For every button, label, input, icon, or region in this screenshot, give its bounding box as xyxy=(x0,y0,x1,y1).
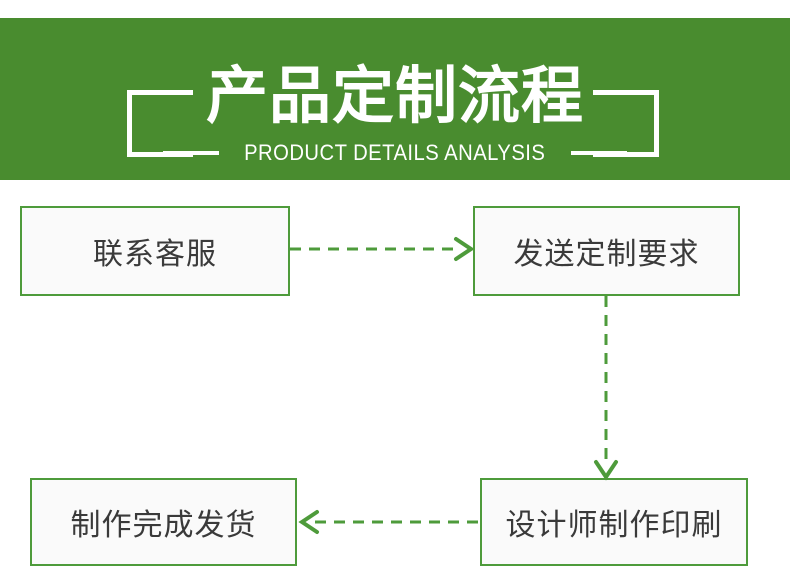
page-title: 产品定制流程 xyxy=(205,62,584,131)
subtitle-row: PRODUCT DETAILS ANALYSIS xyxy=(0,140,790,165)
subtitle-rule-left xyxy=(163,151,220,155)
flow-step-complete-ship[interactable]: 制作完成发货 xyxy=(30,478,297,566)
flow-step-contact[interactable]: 联系客服 xyxy=(20,206,290,296)
page-subtitle: PRODUCT DETAILS ANALYSIS xyxy=(244,140,546,165)
connector-print-to-ship xyxy=(295,509,485,535)
header-banner: 产品定制流程 PRODUCT DETAILS ANALYSIS xyxy=(0,18,790,180)
connector-contact-to-send xyxy=(288,236,478,262)
arrowhead-left-icon xyxy=(298,510,319,534)
connector-contact-to-send-svg xyxy=(290,237,475,261)
flow-step-complete-ship-label: 制作完成发货 xyxy=(70,509,257,542)
arrowhead-down-icon xyxy=(594,460,618,481)
subtitle-rule-right xyxy=(570,151,627,155)
flow-step-designer-print[interactable]: 设计师制作印刷 xyxy=(480,478,748,566)
connector-print-to-ship-svg xyxy=(298,510,483,534)
connector-send-to-print xyxy=(593,294,619,482)
flow-step-designer-print-label: 设计师制作印刷 xyxy=(505,509,723,542)
flow-step-send-requirements[interactable]: 发送定制要求 xyxy=(473,206,740,296)
arrowhead-right-icon xyxy=(454,237,475,261)
connector-send-to-print-svg xyxy=(594,296,618,481)
flow-step-contact-label: 联系客服 xyxy=(93,238,217,271)
bracket-left-decoration xyxy=(127,90,193,157)
flow-step-send-requirements-label: 发送定制要求 xyxy=(513,238,700,271)
